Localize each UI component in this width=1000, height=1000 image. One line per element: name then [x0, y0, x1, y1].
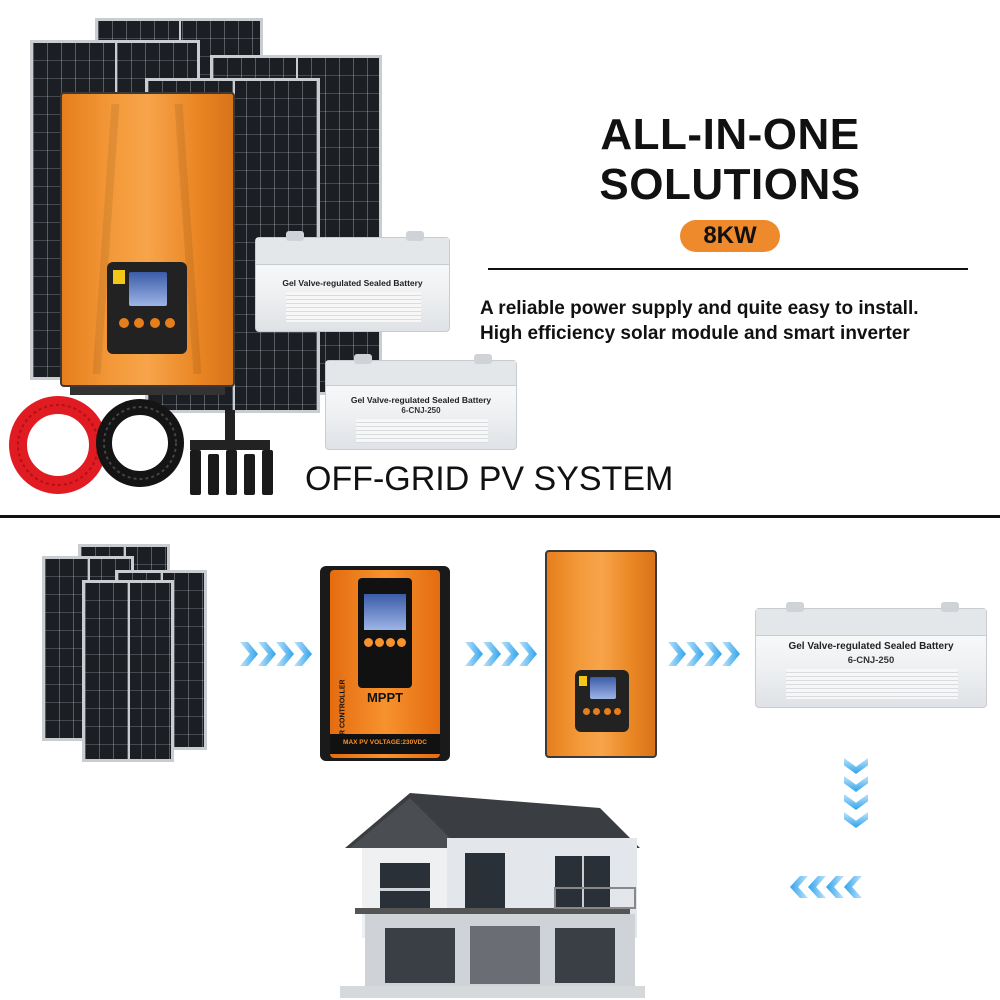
- power-badge: 8KW: [680, 220, 780, 252]
- description-line-2: High efficiency solar module and smart i…: [480, 323, 910, 344]
- chevron-right-icon: [668, 642, 740, 666]
- solar-panel-icon: [82, 580, 174, 762]
- battery-label: Gel Valve-regulated Sealed Battery: [350, 395, 492, 405]
- lcd-screen: [364, 594, 406, 630]
- lcd-screen: [129, 272, 167, 306]
- battery-model: 6-CNJ-250: [847, 655, 895, 666]
- button-icon: [375, 638, 384, 647]
- button-icon: [613, 708, 621, 715]
- chevron-right-icon: [465, 642, 537, 666]
- battery-icon: Gel Valve-regulated Sealed Battery 6-CNJ…: [755, 602, 987, 708]
- battery-label: Gel Valve-regulated Sealed Battery: [788, 641, 954, 652]
- headline-line-2: SOLUTIONS: [599, 160, 861, 209]
- connector-icon: [190, 410, 273, 495]
- battery-icon: Gel Valve-regulated Sealed Battery: [255, 231, 450, 332]
- button-icon: [134, 318, 145, 328]
- brand-logo-icon: [113, 270, 125, 284]
- inverter-icon: [545, 550, 657, 758]
- button-icon: [583, 708, 590, 715]
- button-icon: [397, 638, 406, 647]
- system-label: OFF-GRID PV SYSTEM: [305, 460, 674, 498]
- chevron-down-icon: [844, 758, 868, 828]
- section-divider: [0, 515, 1000, 518]
- power-badge-label: 8KW: [703, 222, 757, 249]
- bottom-section: MPPT SOLAR CONTROLLER MAX PV VOLTAGE:230…: [0, 518, 1000, 1000]
- cable-icon: [9, 396, 107, 494]
- battery-model: 6-CNJ-250: [401, 406, 441, 415]
- chevron-right-icon: [240, 642, 312, 666]
- button-icon: [164, 318, 175, 328]
- button-icon: [593, 708, 601, 715]
- charge-controller-icon: MPPT SOLAR CONTROLLER MAX PV VOLTAGE:230…: [320, 566, 450, 761]
- inverter-icon: [60, 92, 235, 395]
- button-icon: [364, 638, 373, 647]
- lcd-screen: [590, 677, 616, 699]
- chevron-left-icon: [790, 876, 862, 898]
- button-icon: [603, 708, 611, 715]
- controller-max-voltage: MAX PV VOLTAGE:230VDC: [343, 739, 427, 746]
- battery-icon: Gel Valve-regulated Sealed Battery 6-CNJ…: [325, 354, 517, 450]
- top-section: Gel Valve-regulated Sealed Battery Gel V…: [9, 18, 968, 498]
- brand-logo-icon: [579, 676, 587, 686]
- button-icon: [386, 638, 395, 647]
- divider: [488, 268, 968, 270]
- button-icon: [119, 318, 129, 328]
- headline-line-1: ALL-IN-ONE: [600, 110, 860, 159]
- inverter-display: [107, 262, 187, 354]
- house-icon: [340, 793, 645, 998]
- inverter-display: [575, 670, 629, 732]
- cable-icon: [96, 399, 184, 487]
- button-icon: [149, 318, 160, 328]
- controller-mode: MPPT: [366, 690, 404, 705]
- controller-display: [358, 578, 412, 688]
- battery-label: Gel Valve-regulated Sealed Battery: [282, 278, 423, 288]
- description-line-1: A reliable power supply and quite easy t…: [480, 298, 919, 319]
